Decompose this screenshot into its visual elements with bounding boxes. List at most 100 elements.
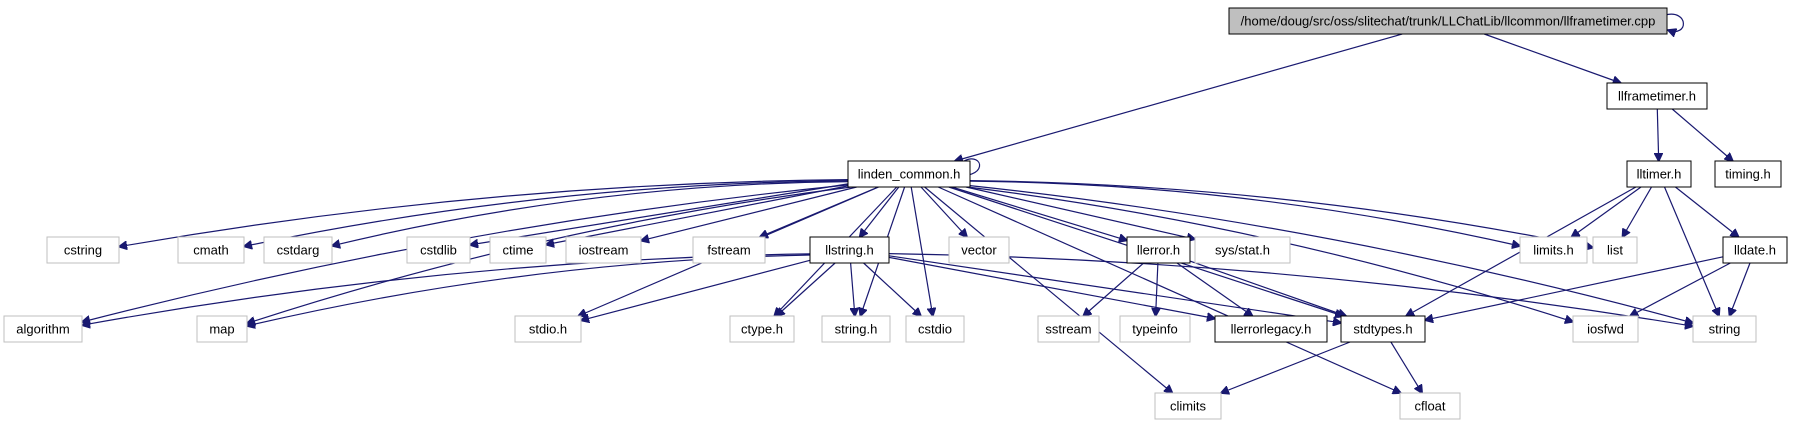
node-label-linden_common: linden_common.h bbox=[858, 167, 961, 182]
node-cstdlib[interactable]: cstdlib bbox=[406, 236, 471, 264]
edge-linden_common-to-cfloat bbox=[937, 186, 1401, 393]
node-label-fstream: fstream bbox=[707, 243, 750, 258]
node-label-sysstat: sys/stat.h bbox=[1215, 243, 1270, 258]
node-algorithm[interactable]: algorithm bbox=[3, 315, 83, 343]
node-box-iosfwd bbox=[1572, 315, 1639, 343]
node-box-cstdlib bbox=[406, 236, 471, 264]
node-label-cstdlib: cstdlib bbox=[420, 243, 457, 258]
node-label-root: /home/doug/src/oss/slitechat/trunk/LLCha… bbox=[1241, 14, 1656, 29]
node-list[interactable]: list bbox=[1592, 236, 1638, 264]
node-lltimer[interactable]: lltimer.h bbox=[1626, 160, 1692, 188]
edge-lldate-to-iosfwd bbox=[1630, 262, 1731, 316]
edge-linden_common-to-vector bbox=[920, 186, 967, 237]
node-label-cstring: cstring bbox=[64, 243, 102, 258]
edge-linden_common-to-limits bbox=[969, 180, 1520, 246]
node-llerrorlegacy[interactable]: llerrorlegacy.h bbox=[1214, 315, 1328, 343]
node-iostream[interactable]: iostream bbox=[565, 236, 642, 264]
edge-lltimer-to-list bbox=[1623, 186, 1653, 237]
node-llstring[interactable]: llstring.h bbox=[809, 236, 890, 264]
node-label-list: list bbox=[1607, 243, 1623, 258]
node-label-climits: climits bbox=[1170, 399, 1207, 414]
node-box-cstring bbox=[46, 236, 120, 264]
node-vector[interactable]: vector bbox=[948, 236, 1010, 264]
node-box-sysstat bbox=[1194, 236, 1291, 264]
node-box-algorithm bbox=[3, 315, 83, 343]
node-label-algorithm: algorithm bbox=[16, 322, 69, 337]
edge-llstring-to-stringh bbox=[851, 262, 855, 316]
edge-lltimer-to-string bbox=[1663, 186, 1720, 316]
node-box-list bbox=[1592, 236, 1638, 264]
edge-stdtypes-to-climits bbox=[1221, 341, 1351, 393]
edge-linden_common-to-cmath bbox=[244, 180, 849, 247]
node-typeinfo[interactable]: typeinfo bbox=[1119, 315, 1191, 343]
node-box-stdio bbox=[514, 315, 582, 343]
node-cmath[interactable]: cmath bbox=[177, 236, 245, 264]
node-box-limits bbox=[1519, 236, 1588, 264]
node-label-cstdarg: cstdarg bbox=[277, 243, 320, 258]
node-label-typeinfo: typeinfo bbox=[1132, 322, 1178, 337]
node-box-vector bbox=[948, 236, 1010, 264]
edge-linden_common-to-map bbox=[247, 186, 852, 323]
edge-linden_common-to-llstring bbox=[860, 186, 900, 237]
node-label-llerror: llerror.h bbox=[1137, 243, 1180, 258]
node-cstdarg[interactable]: cstdarg bbox=[263, 236, 333, 264]
edge-linden_common-to-cstdarg bbox=[332, 181, 849, 246]
node-lldate[interactable]: lldate.h bbox=[1722, 236, 1788, 264]
node-label-ctype: ctype.h bbox=[741, 322, 783, 337]
edge-llstring-to-map bbox=[247, 254, 811, 326]
node-cfloat[interactable]: cfloat bbox=[1399, 392, 1461, 420]
node-box-ctime bbox=[489, 236, 547, 264]
edge-llerror-to-stdtypes bbox=[1189, 260, 1346, 316]
node-linden_common[interactable]: linden_common.h bbox=[847, 160, 971, 188]
node-timing[interactable]: timing.h bbox=[1714, 160, 1782, 188]
node-box-linden_common bbox=[847, 160, 971, 188]
node-box-llerror bbox=[1126, 236, 1191, 264]
node-root: /home/doug/src/oss/slitechat/trunk/LLCha… bbox=[1228, 7, 1668, 35]
edge-llerror-to-llerrorlegacy bbox=[1176, 262, 1253, 316]
node-iosfwd[interactable]: iosfwd bbox=[1572, 315, 1639, 343]
node-label-cfloat: cfloat bbox=[1414, 399, 1445, 414]
edge-llstring-to-stdtypes bbox=[888, 255, 1341, 323]
node-stringh[interactable]: string.h bbox=[821, 315, 891, 343]
node-label-llframetimer: llframetimer.h bbox=[1618, 89, 1696, 104]
node-llframetimer[interactable]: llframetimer.h bbox=[1606, 82, 1708, 110]
node-climits[interactable]: climits bbox=[1154, 392, 1222, 420]
node-label-stringh: string.h bbox=[835, 322, 878, 337]
node-string[interactable]: string bbox=[1692, 315, 1757, 343]
node-box-cstdarg bbox=[263, 236, 333, 264]
node-llerror[interactable]: llerror.h bbox=[1126, 236, 1191, 264]
node-label-llerrorlegacy: llerrorlegacy.h bbox=[1231, 322, 1312, 337]
node-box-string bbox=[1692, 315, 1757, 343]
node-box-llstring bbox=[809, 236, 890, 264]
node-box-timing bbox=[1714, 160, 1782, 188]
node-cstdio[interactable]: cstdio bbox=[905, 315, 965, 343]
node-box-cfloat bbox=[1399, 392, 1461, 420]
node-label-cstdio: cstdio bbox=[918, 322, 952, 337]
node-box-iostream bbox=[565, 236, 642, 264]
edge-lltimer-to-limits bbox=[1572, 186, 1642, 237]
node-box-sstream bbox=[1037, 315, 1100, 343]
node-ctype[interactable]: ctype.h bbox=[729, 315, 795, 343]
node-ctime[interactable]: ctime bbox=[489, 236, 547, 264]
node-box-cstdio bbox=[905, 315, 965, 343]
node-sysstat[interactable]: sys/stat.h bbox=[1194, 236, 1291, 264]
node-map[interactable]: map bbox=[196, 315, 248, 343]
node-sstream[interactable]: sstream bbox=[1037, 315, 1100, 343]
node-label-lldate: lldate.h bbox=[1734, 243, 1776, 258]
node-label-limits: limits.h bbox=[1533, 243, 1573, 258]
edge-linden_common-to-string bbox=[969, 185, 1693, 323]
edge-llstring-to-cstdio bbox=[863, 262, 921, 316]
node-cstring[interactable]: cstring bbox=[46, 236, 120, 264]
node-label-iostream: iostream bbox=[579, 243, 629, 258]
edge-linden_common-to-llerror bbox=[951, 186, 1127, 240]
node-stdio[interactable]: stdio.h bbox=[514, 315, 582, 343]
node-fstream[interactable]: fstream bbox=[692, 236, 766, 264]
node-limits[interactable]: limits.h bbox=[1519, 236, 1588, 264]
node-box-typeinfo bbox=[1119, 315, 1191, 343]
edge-llstring-to-llerrorlegacy bbox=[888, 256, 1215, 318]
edge-llframetimer-to-lltimer bbox=[1657, 108, 1658, 161]
node-stdtypes[interactable]: stdtypes.h bbox=[1340, 315, 1426, 343]
node-label-lltimer: lltimer.h bbox=[1637, 167, 1682, 182]
node-box-llframetimer bbox=[1606, 82, 1708, 110]
edge-root-to-linden_common bbox=[955, 33, 1403, 161]
